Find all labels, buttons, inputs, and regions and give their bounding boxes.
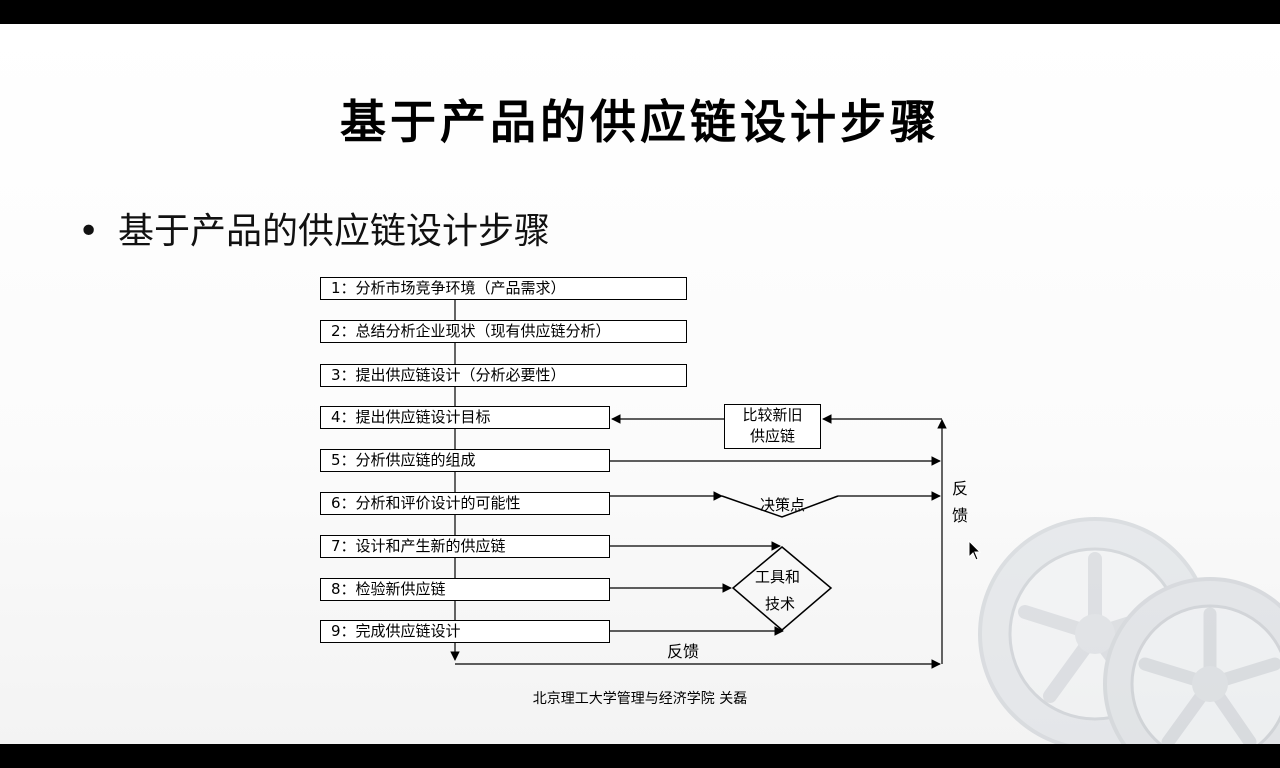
flow-step-9: 9：完成供应链设计 bbox=[320, 620, 610, 643]
slide-footer: 北京理工大学管理与经济学院 关磊 bbox=[532, 691, 748, 707]
decision-point-label: 决策点 bbox=[760, 496, 806, 514]
flow-step-2: 2：总结分析企业现状（现有供应链分析） bbox=[320, 320, 687, 343]
flow-step-1: 1：分析市场竞争环境（产品需求） bbox=[320, 277, 687, 300]
compare-box-line-1: 比较新旧 bbox=[742, 406, 803, 424]
feedback-right-line-2: 馈 bbox=[952, 506, 969, 525]
compare-box-line-2: 供应链 bbox=[749, 427, 795, 445]
bullet-item: • 基于产品的供应链设计步骤 bbox=[78, 202, 550, 254]
mouse-cursor-icon bbox=[968, 540, 982, 561]
flow-step-7: 7：设计和产生新的供应链 bbox=[320, 535, 610, 558]
feedback-right-line-1: 反 bbox=[952, 479, 969, 498]
tools-label-line-2: 技术 bbox=[765, 595, 796, 613]
bullet-marker: • bbox=[78, 211, 100, 252]
compare-supply-chain-box: 比较新旧 供应链 bbox=[724, 404, 821, 449]
flow-step-6: 6：分析和评价设计的可能性 bbox=[320, 492, 610, 515]
feedback-bottom-label: 反馈 bbox=[667, 642, 700, 661]
flow-step-8: 8：检验新供应链 bbox=[320, 578, 610, 601]
decorative-wheels-image bbox=[978, 517, 1280, 744]
tools-label-line-1: 工具和 bbox=[755, 568, 801, 586]
slide: 基于产品的供应链设计步骤 • 基于产品的供应链设计步骤 bbox=[0, 24, 1280, 744]
flow-step-5: 5：分析供应链的组成 bbox=[320, 449, 610, 472]
bullet-text: 基于产品的供应链设计步骤 bbox=[118, 211, 551, 252]
slide-title: 基于产品的供应链设计步骤 bbox=[340, 95, 940, 149]
flow-step-3: 3：提出供应链设计（分析必要性） bbox=[320, 364, 687, 387]
flow-step-4: 4：提出供应链设计目标 bbox=[320, 406, 610, 429]
